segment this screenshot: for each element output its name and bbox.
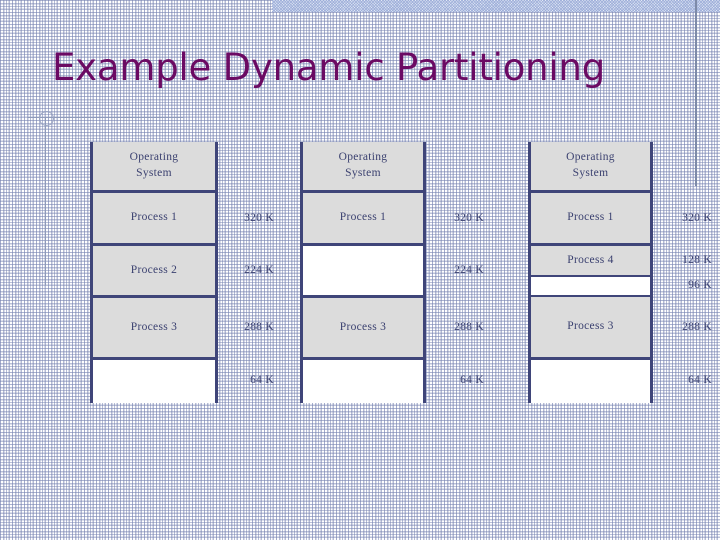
memory-block-label: Process 4	[567, 253, 614, 266]
memory-block-label: Process 3	[130, 320, 178, 333]
memory-block-label: Operating System	[338, 151, 388, 179]
memory-size-label-stage-2-2: 224 K	[454, 264, 484, 276]
memory-block-stage-2-0: Operating System	[303, 142, 423, 193]
memory-block-label: Operating System	[566, 151, 615, 179]
decorative-circle-icon	[39, 111, 54, 126]
memory-block-label: Process 1	[130, 211, 178, 224]
memory-block-stage-1-3: Process 3	[93, 298, 215, 360]
memory-size-label-stage-3-5: 64 K	[688, 373, 712, 386]
memory-block-stage-3-5	[531, 360, 650, 403]
memory-size-label-stage-1-4: 64 K	[250, 373, 274, 386]
memory-size-label-stage-3-4: 288 K	[682, 320, 712, 333]
memory-block-label: Process 3	[339, 320, 387, 333]
memory-block-stage-2-3: Process 3	[303, 298, 423, 360]
memory-block-stage-3-4: Process 3	[531, 297, 650, 360]
memory-size-label-stage-3-3: 96 K	[688, 279, 712, 291]
decorative-horizontal-rule	[28, 117, 183, 118]
memory-block-stage-1-0: Operating System	[93, 142, 215, 193]
memory-block-stage-1-1: Process 1	[93, 193, 215, 246]
memory-block-label: Process 2	[130, 263, 178, 276]
memory-block-label: Process 3	[567, 320, 614, 333]
memory-block-stage-3-0: Operating System	[531, 142, 650, 193]
memory-block-stage-2-2	[303, 246, 423, 298]
memory-block-label: Process 1	[339, 211, 387, 224]
memory-block-stage-3-3	[531, 277, 650, 297]
top-decorative-band	[272, 0, 720, 12]
memory-size-label-stage-2-3: 288 K	[454, 321, 484, 333]
memory-block-stage-1-4	[93, 360, 215, 403]
page-title: Example Dynamic Partitioning	[52, 46, 606, 89]
memory-size-label-stage-2-4: 64 K	[460, 373, 484, 386]
memory-block-label: Process 1	[567, 211, 614, 224]
memory-size-label-stage-1-2: 224 K	[244, 264, 274, 276]
memory-size-label-stage-3-2: 128 K	[682, 253, 712, 266]
memory-size-label-stage-1-1: 320 K	[244, 211, 274, 224]
memory-block-stage-3-1: Process 1	[531, 193, 650, 246]
memory-block-stage-1-2: Process 2	[93, 246, 215, 298]
memory-block-stage-3-2: Process 4	[531, 246, 650, 277]
memory-size-label-stage-1-3: 288 K	[244, 321, 274, 333]
memory-block-stage-2-1: Process 1	[303, 193, 423, 246]
memory-size-label-stage-3-1: 320 K	[682, 211, 712, 224]
memory-block-label: Operating System	[129, 151, 179, 179]
memory-block-stage-2-4	[303, 360, 423, 403]
decorative-vertical-rule	[45, 117, 46, 285]
memory-size-label-stage-2-1: 320 K	[454, 211, 484, 224]
right-vertical-rule	[695, 0, 697, 186]
